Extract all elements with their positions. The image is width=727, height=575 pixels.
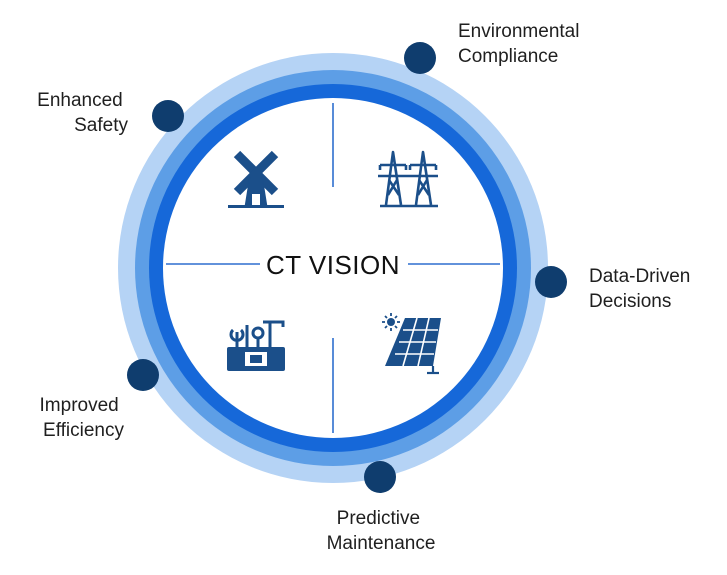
label-predictive-maintenance: Predictive Maintenance — [327, 508, 436, 554]
label-enhanced-safety: Enhanced Safety — [37, 90, 128, 136]
center-title: CT VISION — [266, 250, 400, 280]
power-tower-icon — [378, 150, 438, 208]
windmill-icon — [228, 150, 284, 208]
label-environmental-compliance: Environmental Compliance — [458, 21, 585, 67]
dot-enhanced-safety — [152, 100, 184, 132]
label-improved-efficiency: Improved Efficiency — [40, 395, 125, 441]
dot-environmental-compliance — [404, 42, 436, 74]
dot-predictive-maintenance — [364, 461, 396, 493]
label-data-driven-decisions: Data-Driven Decisions — [589, 266, 696, 312]
quadrant-dividers — [166, 103, 500, 433]
dot-data-driven-decisions — [535, 266, 567, 298]
dot-improved-efficiency — [127, 359, 159, 391]
toolbox-icon — [227, 320, 285, 371]
solar-panel-icon — [382, 313, 441, 375]
